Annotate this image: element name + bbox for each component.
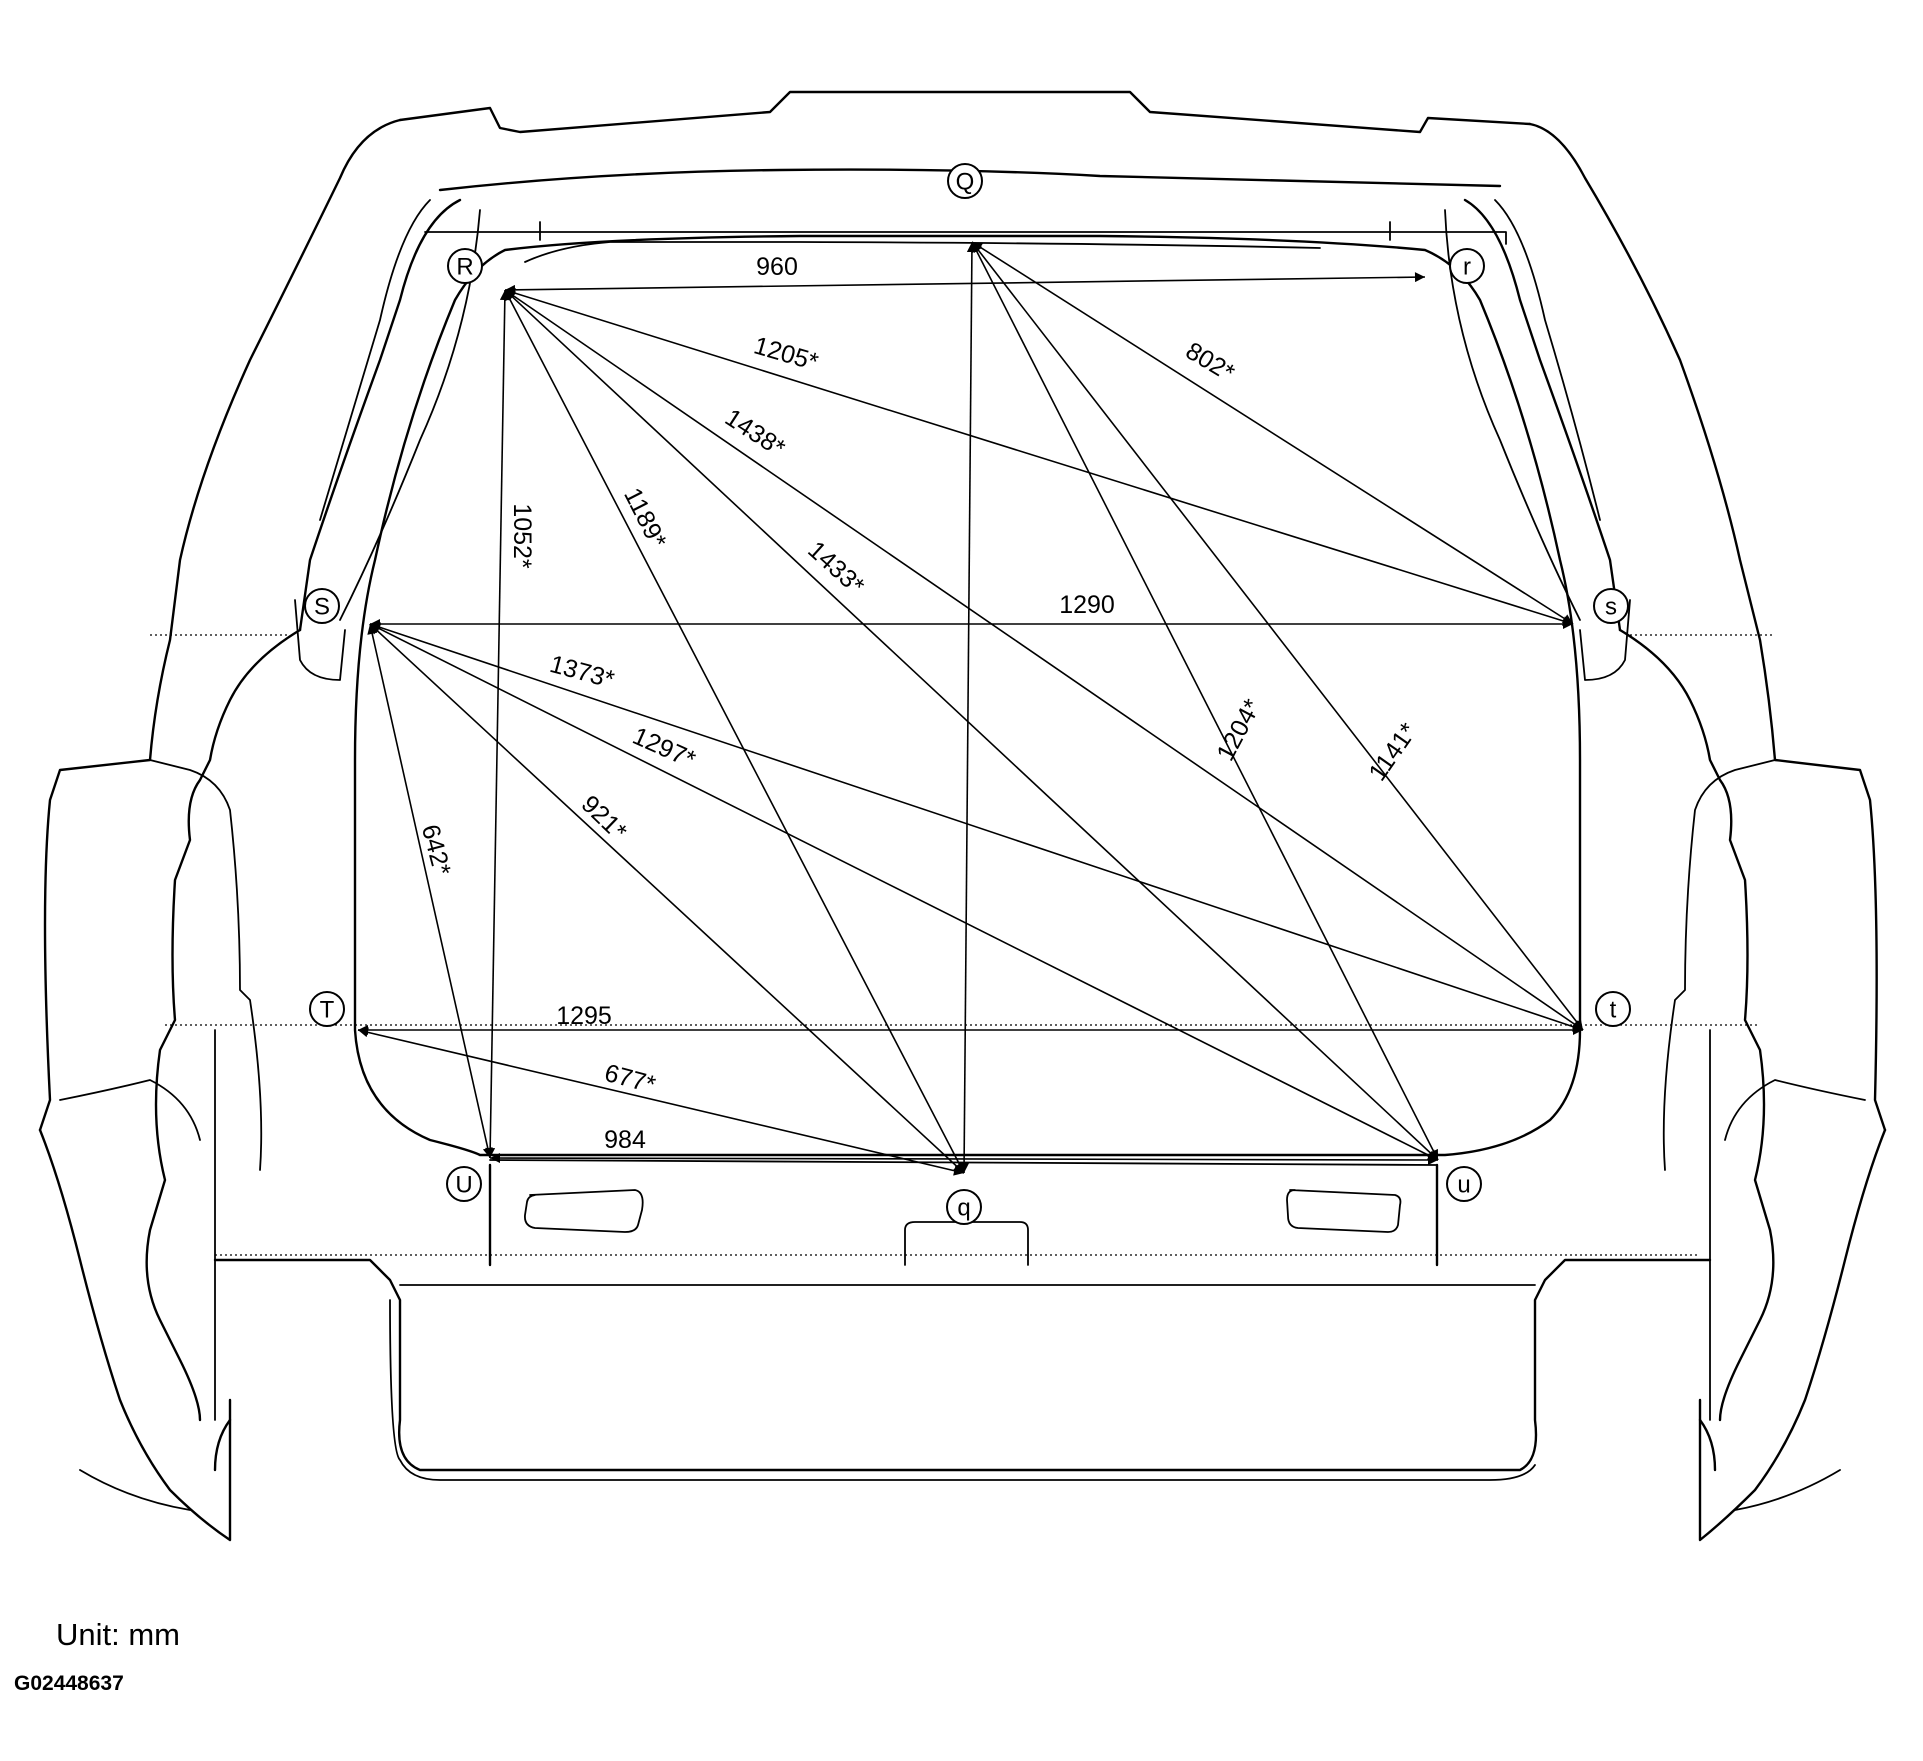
point-label-S: S	[314, 594, 330, 621]
point-label-u: u	[1457, 1172, 1470, 1199]
dimension-label-S-U: 642*	[416, 822, 456, 879]
dimension-label-R-q: 1189*	[618, 483, 672, 553]
point-marker-u: u	[1446, 1166, 1482, 1202]
dimension-line-S-U	[367, 623, 493, 1159]
dimension-line-R-U	[485, 289, 510, 1159]
point-marker-r: r	[1449, 248, 1485, 284]
dimension-line-S-t	[369, 622, 1584, 1032]
dimension-line-T-q	[357, 1027, 965, 1176]
point-marker-s: s	[1593, 588, 1629, 624]
point-circle-T	[309, 991, 345, 1027]
point-label-t: t	[1610, 997, 1617, 1024]
point-label-R: R	[456, 254, 473, 281]
dimension-line-S-u	[369, 623, 1439, 1161]
dimension-label-U-u: 984	[604, 1126, 646, 1154]
point-label-q: q	[957, 1195, 970, 1222]
point-circle-u	[1446, 1166, 1482, 1202]
dimension-line-R-t	[504, 289, 1584, 1031]
dimension-line-R-r	[504, 272, 1426, 295]
dimension-label-T-t: 1295	[556, 1002, 612, 1030]
dimension-label-S-q: 921*	[576, 790, 633, 846]
dimension-label-R-t: 1438*	[720, 403, 790, 462]
dimension-label-R-u: 1433*	[802, 536, 869, 601]
point-circle-U	[446, 1166, 482, 1202]
point-circle-s	[1593, 588, 1629, 624]
dimension-label-R-r: 960	[756, 253, 798, 281]
dimension-lines	[357, 241, 1584, 1176]
dimension-label-R-U: 1052*	[508, 503, 536, 569]
point-label-s: s	[1605, 594, 1617, 621]
figure-code: G02448637	[14, 1672, 124, 1695]
dimension-labels: 9601205*802*1438*1052*1189*1433*12901373…	[416, 253, 1423, 1154]
point-label-U: U	[455, 1172, 472, 1199]
vehicle-rear-body-outline	[38, 90, 1887, 1542]
dimension-line-Q-u	[971, 241, 1439, 1161]
point-circle-S	[304, 588, 340, 624]
dimension-line-Q-t	[971, 241, 1584, 1031]
point-marker-Q: Q	[947, 163, 983, 199]
point-marker-T: T	[309, 991, 345, 1027]
dimension-label-S-s: 1290	[1059, 591, 1115, 619]
point-circle-R	[447, 248, 483, 284]
dimension-label-S-u: 1297*	[628, 722, 699, 774]
point-marker-q: q	[946, 1189, 982, 1225]
dimension-line-R-s	[504, 288, 1574, 626]
point-circle-t	[1595, 991, 1631, 1027]
point-label-T: T	[320, 997, 335, 1024]
point-label-r: r	[1463, 254, 1471, 281]
point-marker-t: t	[1595, 991, 1631, 1027]
point-marker-S: S	[304, 588, 340, 624]
unit-label: Unit: mm	[56, 1617, 180, 1652]
dimension-label-Q-t: 1141*	[1363, 718, 1423, 786]
dimension-line-Q-q	[959, 241, 977, 1174]
dimension-line-Q-s	[971, 241, 1574, 625]
dimension-label-T-q: 677*	[602, 1059, 659, 1099]
point-marker-U: U	[446, 1166, 482, 1202]
point-label-Q: Q	[956, 169, 975, 196]
point-circle-q	[946, 1189, 982, 1225]
point-circle-r	[1449, 248, 1485, 284]
point-circle-Q	[947, 163, 983, 199]
dimension-line-S-q	[369, 623, 965, 1174]
point-marker-R: R	[447, 248, 483, 284]
